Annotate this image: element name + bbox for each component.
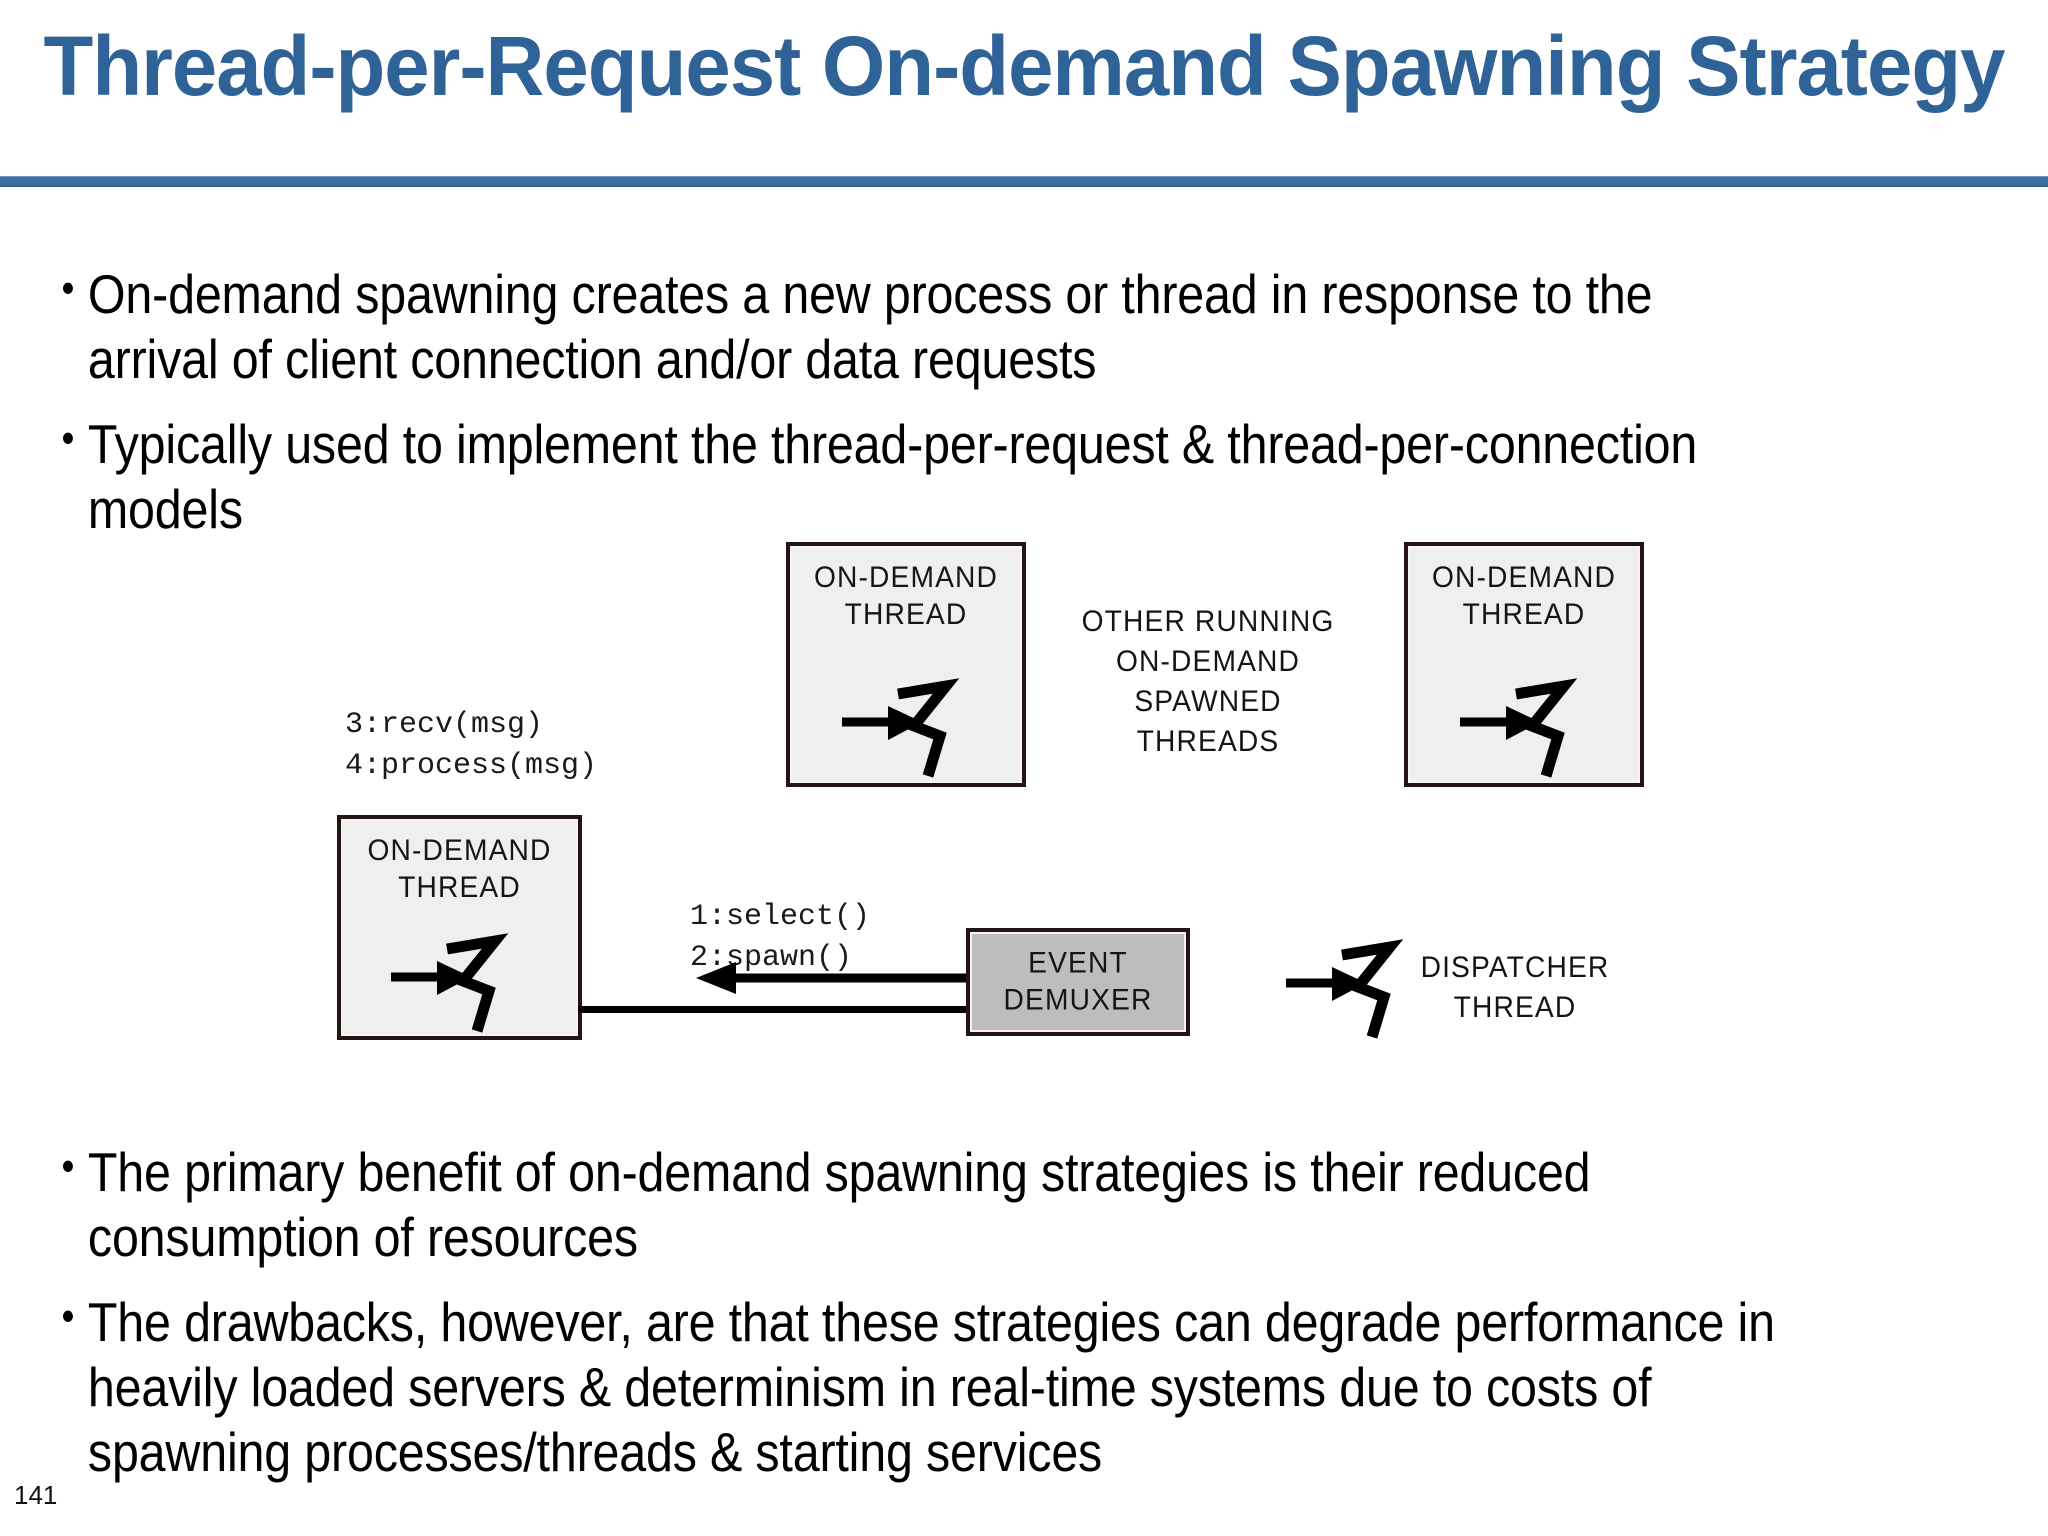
on-demand-thread-box-bottom-left: ON-DEMAND THREAD [337,815,582,1040]
page-number: 141 [14,1480,58,1510]
thread-icon [842,678,960,778]
page-title: Thread-per-Request On-demand Spawning St… [43,19,2006,113]
bullet-item: • Typically used to implement the thread… [58,412,1783,542]
on-demand-thread-box-top-right: ON-DEMAND THREAD [1404,542,1644,787]
bullet-list-top: • On-demand spawning creates a new proce… [58,262,2018,562]
thread-icon [391,933,509,1033]
bullet-marker-icon: • [61,1291,75,1339]
bullet-item: • The primary benefit of on-demand spawn… [58,1140,1783,1270]
bullet-text: On-demand spawning creates a new process… [87,263,1653,390]
bullet-text: Typically used to implement the thread-p… [87,412,1698,540]
recv-process-code-label: 3:recv(msg) 4:process(msg) [345,708,598,784]
event-demuxer-box: EVENT DEMUXER [966,928,1190,1036]
on-demand-thread-box-top-left: ON-DEMAND THREAD [786,542,1026,787]
other-running-threads-label: OTHER RUNNING ON-DEMAND SPAWNED THREADS [1081,605,1335,758]
box-label: ON-DEMAND THREAD [367,834,552,904]
bullet-item: • On-demand spawning creates a new proce… [58,262,1783,392]
bullet-marker-icon: • [61,413,75,461]
bullet-marker-icon: • [61,264,75,311]
box-label: EVENT DEMUXER [1003,946,1153,1016]
thread-icon [1460,678,1578,778]
dispatcher-thread-label: DISPATCHER THREAD [1420,951,1610,1024]
bullet-marker-icon: • [61,1142,75,1189]
bullet-item: • The drawbacks, however, are that these… [58,1290,1783,1485]
dispatcher-thread-icon [1286,939,1404,1039]
bullet-text: The primary benefit of on-demand spawnin… [87,1141,1591,1268]
box-label: ON-DEMAND THREAD [813,561,999,631]
box-label: ON-DEMAND THREAD [1431,561,1617,631]
spawn-arrow-icon [696,962,968,994]
select-spawn-code-label: 1:select() 2:spawn() [690,900,871,976]
demuxer-connector-line [578,1006,968,1013]
title-divider [0,176,2048,187]
bullet-list-bottom: • The primary benefit of on-demand spawn… [58,1140,2018,1504]
bullet-text: The drawbacks, however, are that these s… [87,1290,1775,1483]
